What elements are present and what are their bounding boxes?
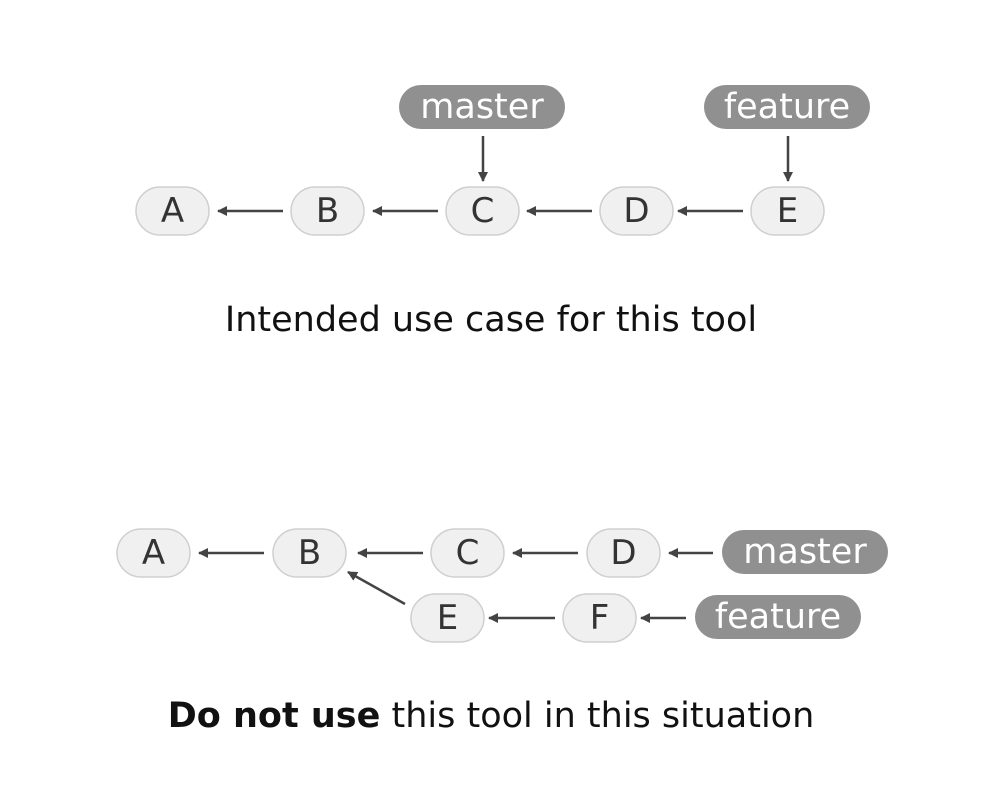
bottom-commit-d-label: D — [610, 533, 636, 573]
bottom-branch-master-label: master — [743, 532, 867, 572]
caption-do-not-use-bold: Do not use — [167, 696, 381, 736]
top-diagram: A B C D E master feature — [135, 85, 870, 236]
top-commit-c-label: C — [471, 191, 495, 231]
top-commit-c: C — [445, 186, 520, 236]
top-commit-a: A — [135, 186, 210, 236]
bottom-commit-b: B — [272, 528, 347, 578]
top-branch-feature-label: feature — [724, 87, 850, 127]
top-commit-d-label: D — [623, 191, 649, 231]
bottom-commit-e-label: E — [437, 598, 458, 638]
bottom-branch-master: master — [722, 530, 888, 574]
top-commit-b: B — [290, 186, 365, 236]
top-commit-d: D — [599, 186, 674, 236]
bottom-commit-d: D — [586, 528, 661, 578]
bottom-commit-a-label: A — [142, 533, 165, 573]
bottom-commit-e: E — [410, 593, 485, 643]
caption-do-not-use: Do not use this tool in this situation — [0, 696, 982, 736]
bottom-commit-b-label: B — [298, 533, 321, 573]
top-branch-feature: feature — [704, 85, 870, 129]
bottom-commit-f: F — [562, 593, 637, 643]
bottom-branch-feature-label: feature — [715, 597, 841, 637]
bottom-branch-feature: feature — [695, 595, 861, 639]
bottom-commit-c-label: C — [456, 533, 480, 573]
top-commit-b-label: B — [316, 191, 339, 231]
bottom-commit-c: C — [430, 528, 505, 578]
caption-do-not-use-rest: this tool in this situation — [380, 696, 815, 736]
top-branch-master-label: master — [420, 87, 544, 127]
top-commit-e-label: E — [777, 191, 798, 231]
bottom-commit-f-label: F — [590, 598, 610, 638]
caption-intended-use: Intended use case for this tool — [224, 300, 758, 340]
bottom-arrow-e-to-b — [347, 570, 406, 606]
top-commit-e: E — [750, 186, 825, 236]
bottom-commit-a: A — [116, 528, 191, 578]
bottom-diagram: A B C D E F master feature — [116, 528, 888, 643]
top-branch-master: master — [399, 85, 565, 129]
top-commit-a-label: A — [161, 191, 184, 231]
